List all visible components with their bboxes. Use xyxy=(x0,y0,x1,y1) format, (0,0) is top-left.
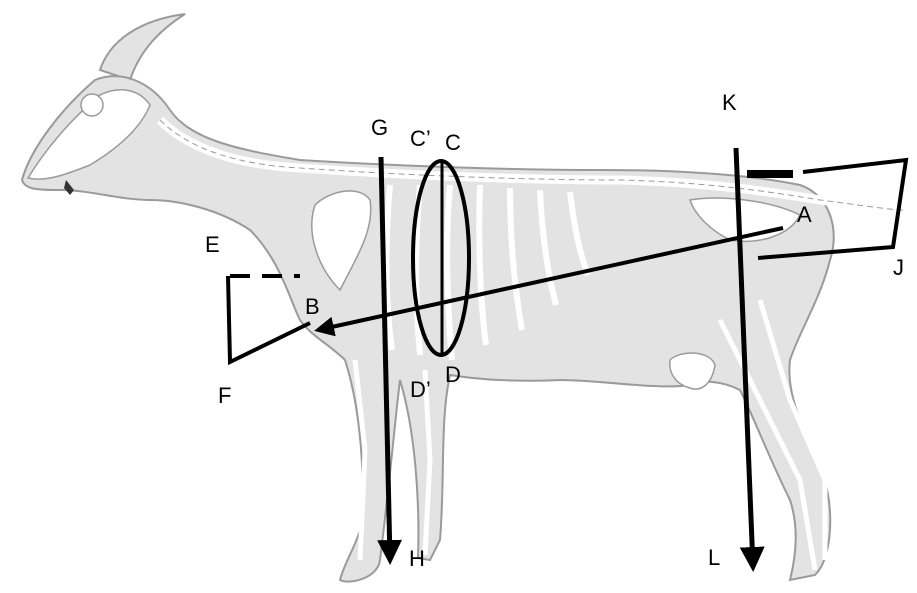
label-j: J xyxy=(893,255,904,280)
label-d-prime: D’ xyxy=(410,377,431,402)
label-d: D xyxy=(445,362,461,387)
label-b: B xyxy=(305,294,320,319)
label-h: H xyxy=(409,546,425,571)
goat-eye-socket xyxy=(81,94,103,116)
label-a: A xyxy=(797,202,812,227)
label-f: F xyxy=(218,383,231,408)
label-c: C xyxy=(445,130,461,155)
label-g: G xyxy=(371,115,388,140)
label-e: E xyxy=(205,232,220,257)
label-c-prime: C’ xyxy=(410,126,431,151)
goat-horn xyxy=(100,14,185,80)
label-k: K xyxy=(722,90,737,115)
label-l: L xyxy=(708,545,720,570)
